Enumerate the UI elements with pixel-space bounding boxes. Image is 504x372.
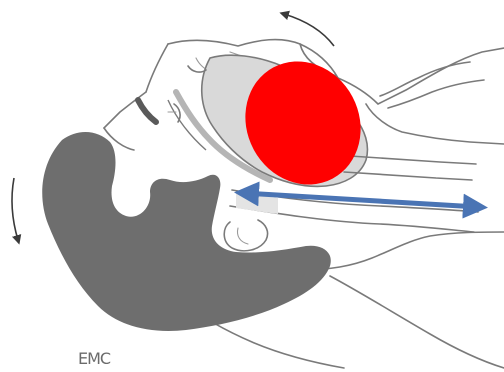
hyoid-structure xyxy=(224,220,267,251)
artist-signature: EMC xyxy=(78,349,111,368)
curved-arrow-down-icon xyxy=(12,178,18,240)
face-details xyxy=(138,66,206,122)
